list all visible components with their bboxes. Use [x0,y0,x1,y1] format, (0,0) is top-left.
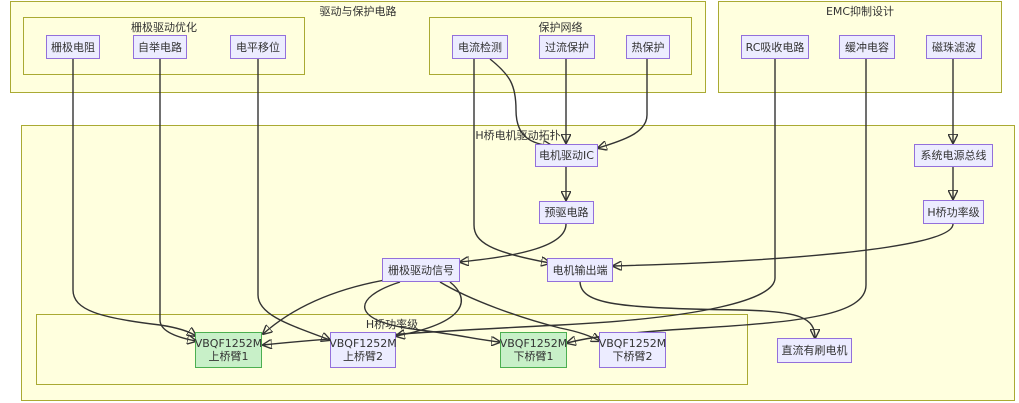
node-dc-motor[interactable]: 直流有刷电机 [777,338,852,363]
node-level-shift[interactable]: 电平移位 [230,35,286,59]
cluster-title-protect-net: 保护网络 [538,21,583,34]
node-buffer-cap[interactable]: 缓冲电容 [839,35,895,59]
cluster-title-topology: H桥电机驱动拓扑 [475,129,561,142]
node-overcurrent[interactable]: 过流保护 [539,35,595,59]
node-q-high2[interactable]: VBQF1252M 上桥臂2 [329,332,397,368]
cluster-title-emc: EMC抑制设计 [825,5,895,18]
cluster-title-hbridge: H桥功率级 [365,318,419,331]
node-ferrite[interactable]: 磁珠滤波 [926,35,982,59]
node-motor-ic[interactable]: 电机驱动IC [535,144,598,167]
cluster-title-drive-protect: 驱动与保护电路 [319,5,397,18]
node-hb-power[interactable]: H桥功率级 [923,200,984,224]
node-rc-snubber[interactable]: RC吸收电路 [741,35,809,59]
node-gate-resistor[interactable]: 栅极电阻 [46,35,100,59]
node-q-low2[interactable]: VBQF1252M 下桥臂2 [599,332,666,368]
cluster-title-gate-opt: 栅极驱动优化 [131,21,197,34]
node-current-detect[interactable]: 电流检测 [452,35,508,59]
node-bootstrap[interactable]: 自举电路 [133,35,187,59]
node-predriver[interactable]: 预驱电路 [539,201,594,224]
node-sys-bus[interactable]: 系统电源总线 [914,144,993,167]
node-q-high1[interactable]: VBQF1252M 上桥臂1 [195,332,262,368]
node-motor-out[interactable]: 电机输出端 [547,258,613,282]
node-thermal[interactable]: 热保护 [626,35,670,59]
node-q-low1[interactable]: VBQF1252M 下桥臂1 [500,332,567,368]
node-gate-signal[interactable]: 栅极驱动信号 [382,258,460,282]
